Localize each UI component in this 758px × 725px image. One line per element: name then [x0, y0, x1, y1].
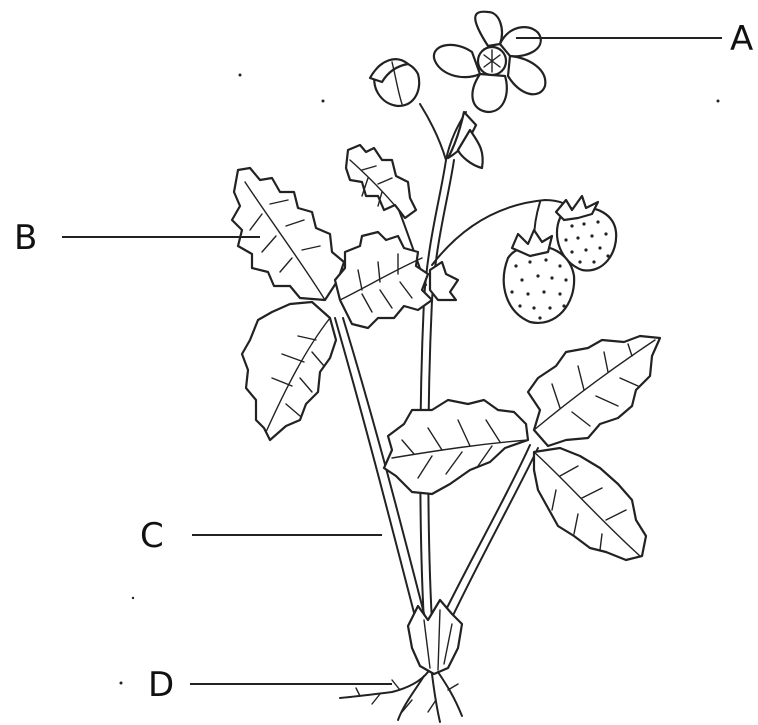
- label-d: D: [148, 665, 174, 705]
- label-b: B: [14, 218, 37, 258]
- label-c: C: [140, 516, 164, 556]
- label-a: A: [730, 19, 753, 59]
- strawberries: [504, 196, 616, 323]
- leaf-cluster-lower-right: [384, 336, 660, 560]
- crown-and-roots: [340, 600, 462, 722]
- flower-bud: [370, 59, 419, 106]
- leaf-cluster-b: [232, 168, 458, 440]
- upper-leaf: [346, 145, 416, 218]
